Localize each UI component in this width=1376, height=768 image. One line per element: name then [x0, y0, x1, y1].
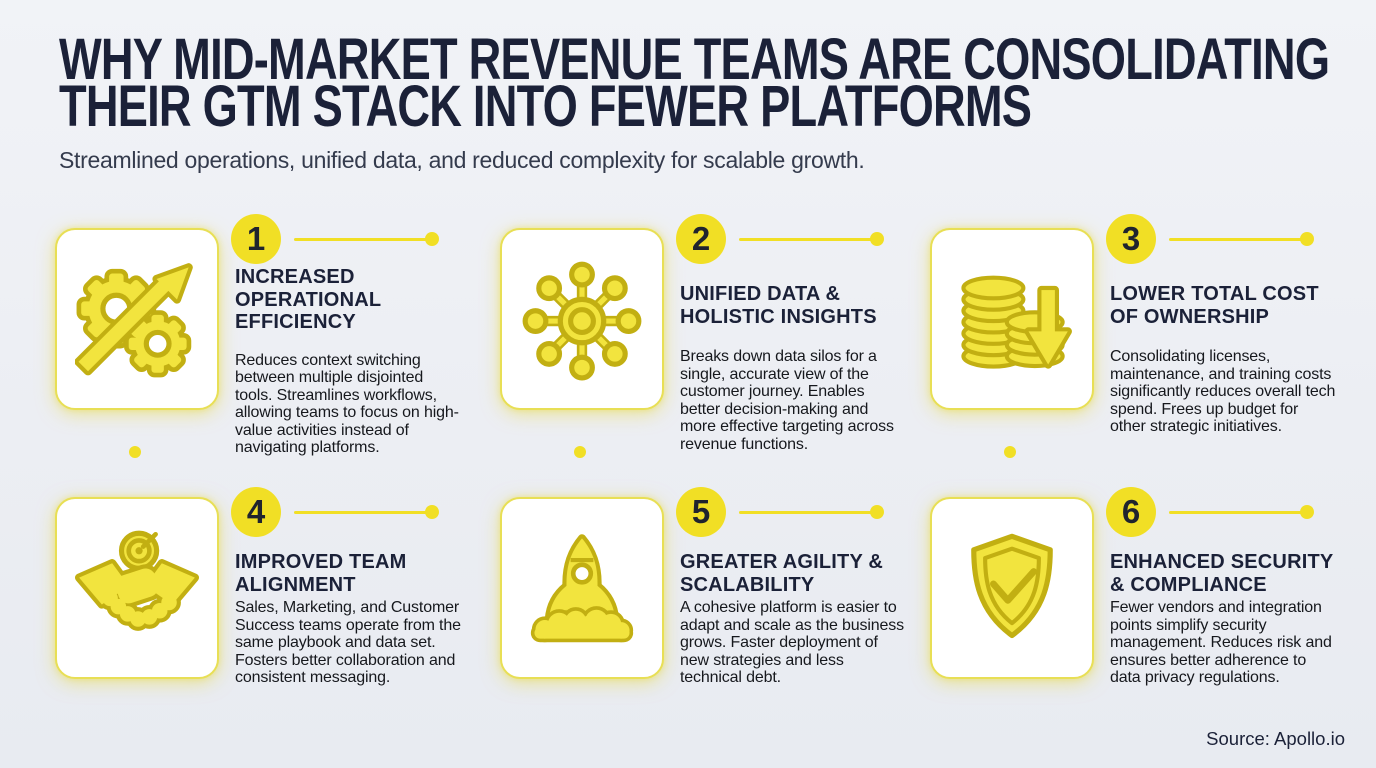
row-separator-dot	[574, 446, 586, 458]
icon-box	[55, 228, 219, 410]
card-title: LOWER TOTAL COST OF OWNERSHIP	[1110, 283, 1319, 328]
card-unified-data-holistic-insights: 2 UNIFIED DATA & HOLISTIC INSIGHTS Break…	[500, 214, 912, 480]
page-title-line-2: THEIR GTM STACK INTO FEWER PLATFORMS	[59, 74, 1032, 139]
coins-down-arrow-icon	[961, 275, 1074, 381]
card-title: INCREASED OPERATIONAL EFFICIENCY	[235, 266, 381, 333]
connector-line-icon	[294, 237, 432, 241]
card-description: A cohesive platform is easier to adapt a…	[680, 599, 904, 687]
rocket-launch-icon	[520, 526, 644, 650]
step-indicator: 1	[231, 214, 439, 264]
page-subtitle: Streamlined operations, unified data, an…	[59, 147, 865, 173]
card-description: Breaks down data silos for a single, acc…	[680, 348, 894, 453]
page-title: WHY MID-MARKET REVENUE TEAMS ARE CONSOLI…	[59, 27, 1376, 139]
card-content: 1 INCREASED OPERATIONAL EFFICIENCY Reduc…	[231, 214, 463, 457]
network-hub-icon	[522, 261, 642, 381]
handshake-target-icon	[75, 530, 199, 650]
connector-line-icon	[1169, 237, 1307, 241]
connector-line-icon	[294, 510, 432, 514]
card-content: 6 ENHANCED SECURITY & COMPLIANCE Fewer v…	[1106, 487, 1338, 687]
shield-check-icon	[971, 533, 1053, 639]
connector-line-icon	[739, 510, 877, 514]
step-indicator: 6	[1106, 487, 1314, 537]
connector-line-icon	[739, 237, 877, 241]
icon-box	[500, 497, 664, 679]
step-indicator: 5	[676, 487, 884, 537]
step-number-badge: 4	[231, 487, 281, 537]
step-number-badge: 5	[676, 487, 726, 537]
card-title: GREATER AGILITY & SCALABILITY	[680, 551, 884, 596]
row-separator-dot	[1004, 446, 1016, 458]
card-description: Consolidating licenses, maintenance, and…	[1110, 348, 1336, 436]
card-title: IMPROVED TEAM ALIGNMENT	[235, 551, 407, 596]
icon-box	[55, 497, 219, 679]
step-number-badge: 2	[676, 214, 726, 264]
connector-line-icon	[1169, 510, 1307, 514]
card-title: UNIFIED DATA & HOLISTIC INSIGHTS	[680, 283, 877, 328]
card-improved-team-alignment: 4 IMPROVED TEAM ALIGNMENT Sales, Marketi…	[55, 487, 467, 753]
card-title: ENHANCED SECURITY & COMPLIANCE	[1110, 551, 1334, 596]
step-indicator: 4	[231, 487, 439, 537]
card-description: Sales, Marketing, and Customer Success t…	[235, 599, 461, 687]
card-content: 4 IMPROVED TEAM ALIGNMENT Sales, Marketi…	[231, 487, 463, 687]
card-enhanced-security-compliance: 6 ENHANCED SECURITY & COMPLIANCE Fewer v…	[930, 487, 1342, 753]
card-description: Fewer vendors and integration points sim…	[1110, 599, 1332, 687]
step-indicator: 3	[1106, 214, 1314, 264]
card-increased-operational-efficiency: 1 INCREASED OPERATIONAL EFFICIENCY Reduc…	[55, 214, 467, 480]
page-title-line-1: WHY MID-MARKET REVENUE TEAMS ARE CONSOLI…	[59, 27, 1330, 92]
card-content: 5 GREATER AGILITY & SCALABILITY A cohesi…	[676, 487, 908, 687]
icon-box	[930, 228, 1094, 410]
card-content: 2 UNIFIED DATA & HOLISTIC INSIGHTS Break…	[676, 214, 908, 454]
card-greater-agility-scalability: 5 GREATER AGILITY & SCALABILITY A cohesi…	[500, 487, 912, 753]
card-lower-total-cost: 3 LOWER TOTAL COST OF OWNERSHIP Consolid…	[930, 214, 1342, 480]
row-separator-dot	[129, 446, 141, 458]
gears-arrow-icon	[75, 257, 199, 381]
card-description: Reduces context switching between multip…	[235, 351, 459, 457]
step-number-badge: 1	[231, 214, 281, 264]
icon-box	[930, 497, 1094, 679]
step-number-badge: 6	[1106, 487, 1156, 537]
step-number-badge: 3	[1106, 214, 1156, 264]
card-content: 3 LOWER TOTAL COST OF OWNERSHIP Consolid…	[1106, 214, 1338, 436]
icon-box	[500, 228, 664, 410]
source-credit: Source: Apollo.io	[1206, 728, 1345, 749]
step-indicator: 2	[676, 214, 884, 264]
